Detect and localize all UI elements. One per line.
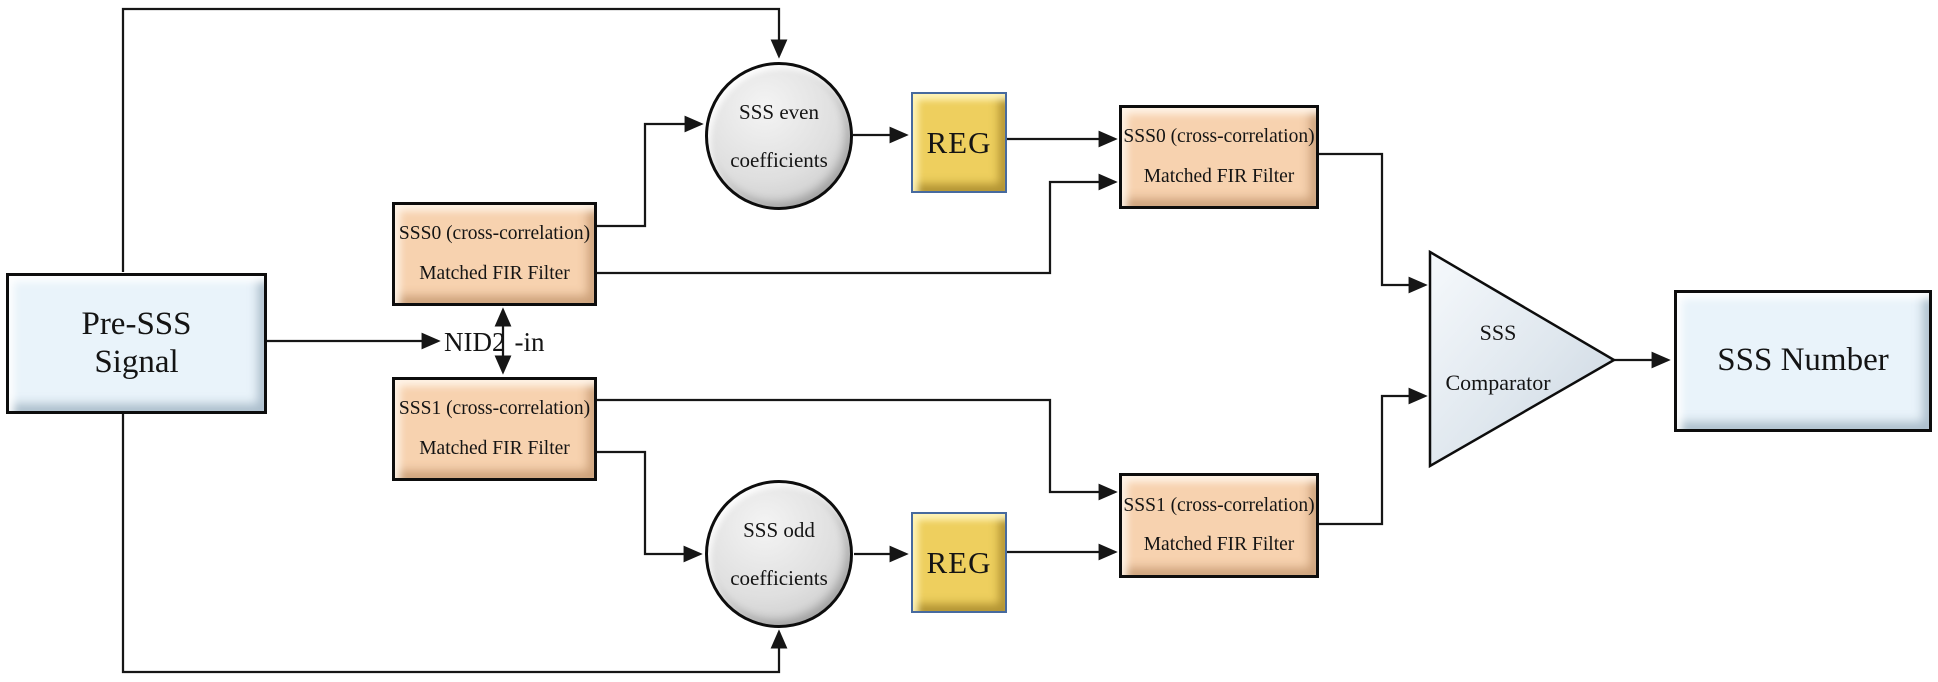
sss1-left-label-line1: SSS1 (cross-correlation)	[398, 398, 591, 420]
sss-comparator-shape	[1428, 249, 1617, 469]
odd-coefficients-label-line2: coefficients	[730, 565, 828, 590]
sss-odd-coefficients-circle: SSS odd coefficients	[705, 480, 853, 628]
sss0-left-label-line2: Matched FIR Filter	[419, 262, 570, 284]
nid2-label-left: NID2	[444, 327, 506, 357]
register-top-box: REG	[911, 92, 1007, 193]
sss-number-label: SSS Number	[1717, 342, 1889, 379]
wire-sss1l-to-sss1r	[597, 398, 1118, 501]
pre-sss-label-line2: Signal	[94, 343, 179, 380]
wire-sss1l-to-odd-circle	[597, 450, 703, 563]
sss-number-box: SSS Number	[1674, 290, 1932, 432]
nid2-in-label: NID2 -in	[444, 327, 545, 358]
sss0-right-label-line2: Matched FIR Filter	[1143, 165, 1295, 187]
reg-top-label: REG	[926, 124, 992, 160]
sss0-matched-fir-filter-right-box: SSS0 (cross-correlation) Matched FIR Fil…	[1119, 105, 1319, 209]
sss0-matched-fir-filter-left-box: SSS0 (cross-correlation) Matched FIR Fil…	[392, 202, 597, 306]
wire-sss1r-to-comparator	[1319, 387, 1428, 526]
even-coefficients-label-line2: coefficients	[730, 147, 828, 172]
wire-sss0l-to-even-circle	[597, 115, 704, 228]
sss1-matched-fir-filter-right-box: SSS1 (cross-correlation) Matched FIR Fil…	[1119, 473, 1319, 578]
wire-sss0r-to-comparator	[1319, 152, 1428, 294]
sss1-right-label-line2: Matched FIR Filter	[1143, 534, 1295, 555]
pre-sss-label-line1: Pre-SSS	[81, 305, 192, 342]
wire-feedback-top	[121, 7, 788, 272]
even-coefficients-label-line1: SSS even	[739, 100, 819, 125]
wire-sss0l-to-sss0r	[597, 173, 1118, 275]
comparator-label-line1: SSS	[1479, 320, 1517, 345]
sss1-left-label-line2: Matched FIR Filter	[419, 437, 570, 459]
nid2-label-right: -in	[514, 327, 545, 357]
sss-even-coefficients-circle: SSS even coefficients	[705, 62, 853, 210]
wire-feedback-bottom	[121, 414, 788, 674]
sss1-right-label-line1: SSS1 (cross-correlation)	[1123, 494, 1315, 516]
sss1-matched-fir-filter-left-box: SSS1 (cross-correlation) Matched FIR Fil…	[392, 377, 597, 481]
reg-bottom-label: REG	[926, 544, 992, 580]
sss0-left-label-line1: SSS0 (cross-correlation)	[398, 223, 591, 245]
odd-coefficients-label-line1: SSS odd	[743, 518, 815, 543]
sss0-right-label-line1: SSS0 (cross-correlation)	[1123, 126, 1315, 148]
sss-comparator-label: SSS Comparator	[1434, 320, 1562, 396]
register-bottom-box: REG	[911, 512, 1007, 613]
comparator-label-line2: Comparator	[1445, 370, 1551, 395]
pre-sss-signal-box: Pre-SSS Signal	[6, 273, 267, 414]
